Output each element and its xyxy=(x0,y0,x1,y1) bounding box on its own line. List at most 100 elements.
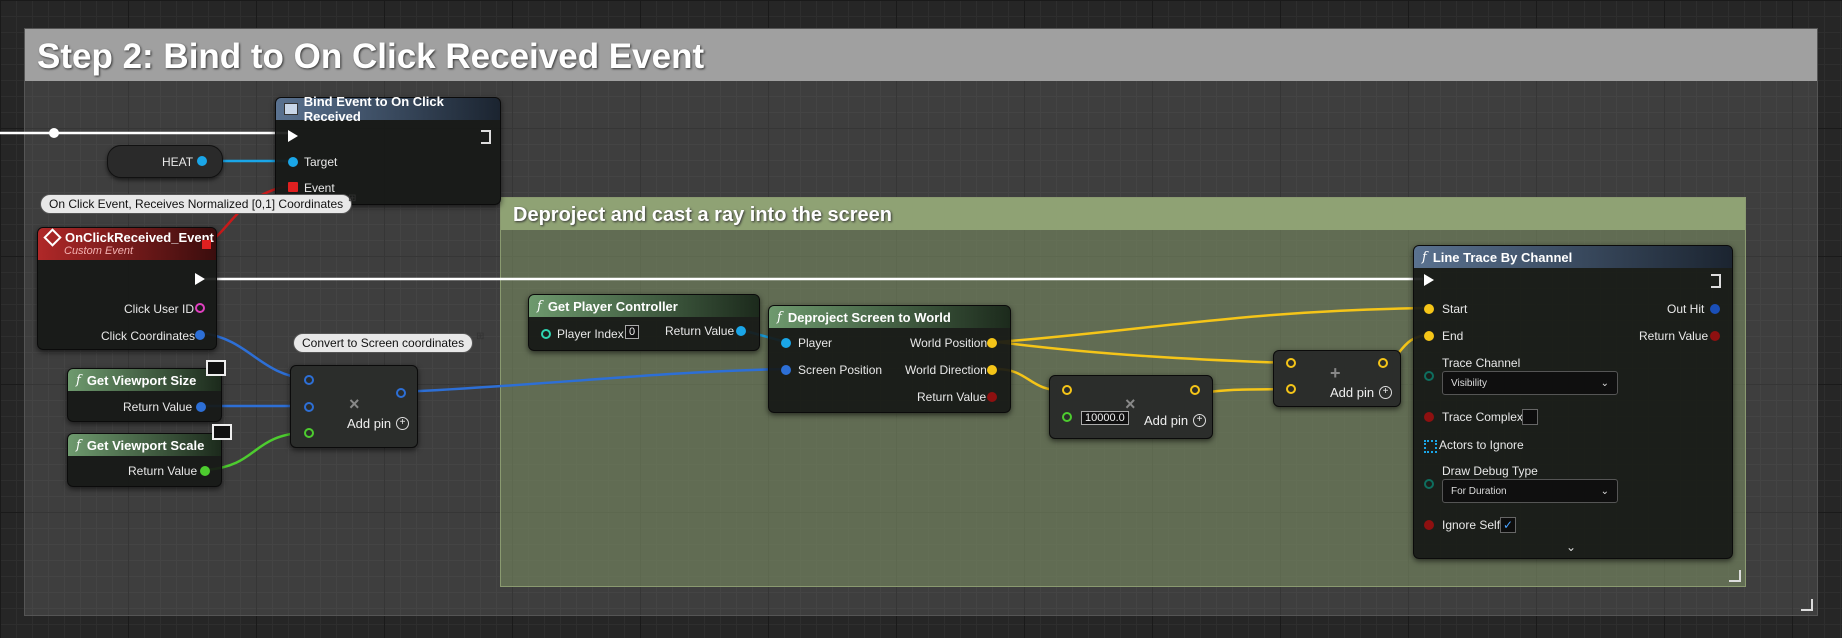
node-add-vector[interactable]: + Add pin + xyxy=(1273,350,1401,407)
add-pin-label: Add pin xyxy=(1144,413,1189,428)
node-title: OnClickReceived_Event xyxy=(65,230,214,245)
node-header[interactable]: OnClickReceived_Event Custom Event xyxy=(38,228,216,260)
return-value-pin[interactable] xyxy=(1710,331,1720,341)
target-pin[interactable] xyxy=(288,157,298,167)
player-index-input[interactable]: 0 xyxy=(625,325,640,339)
player-index-pin[interactable] xyxy=(541,329,551,339)
input-float-pin[interactable] xyxy=(1062,412,1072,422)
draw-debug-type-dropdown[interactable]: For Duration ⌄ xyxy=(1442,479,1618,503)
delegate-out-pin[interactable] xyxy=(202,240,211,249)
world-position-pin[interactable] xyxy=(987,338,997,348)
node-get-player-controller[interactable]: f Get Player Controller Player Index 0 R… xyxy=(528,294,760,351)
resize-handle-icon[interactable] xyxy=(1729,570,1741,582)
exec-out-pin[interactable] xyxy=(195,273,205,285)
add-pin-button[interactable]: Add pin + xyxy=(1144,413,1207,428)
trace-channel-dropdown[interactable]: Visibility ⌄ xyxy=(1442,371,1618,395)
node-title: Line Trace By Channel xyxy=(1432,249,1573,265)
heat-output-pin[interactable] xyxy=(197,156,207,166)
click-user-id-pin[interactable] xyxy=(195,303,205,313)
click-coordinates-pin[interactable] xyxy=(195,330,205,340)
node-header[interactable]: f Line Trace By Channel xyxy=(1414,246,1732,268)
input-b-pin[interactable] xyxy=(1286,384,1296,394)
exec-in-pin[interactable] xyxy=(1424,274,1434,286)
node-header[interactable]: f Get Viewport Size xyxy=(68,369,221,391)
monitor-icon xyxy=(212,424,232,440)
ignore-self-checkbox[interactable]: ✓ xyxy=(1500,517,1516,533)
trace-channel-label: Trace Channel xyxy=(1442,356,1521,370)
multiply-icon: × xyxy=(349,394,360,414)
resize-handle-icon[interactable] xyxy=(1801,599,1813,611)
return-value-label: Return Value xyxy=(665,324,735,338)
exec-out-pin[interactable] xyxy=(481,130,491,144)
input-c-pin[interactable] xyxy=(304,428,314,438)
end-pin[interactable] xyxy=(1424,331,1434,341)
event-pin[interactable] xyxy=(288,182,298,192)
output-pin[interactable] xyxy=(396,388,406,398)
comment-bubble-convert[interactable]: Convert to Screen coordinates xyxy=(293,333,474,353)
plus-circle-icon: + xyxy=(1379,386,1393,399)
exec-in-pin[interactable] xyxy=(288,130,298,142)
chevron-down-icon: ⌄ xyxy=(1600,377,1609,389)
node-header[interactable]: f Get Viewport Scale xyxy=(68,434,221,456)
node-get-viewport-scale[interactable]: f Get Viewport Scale Return Value xyxy=(67,433,222,487)
comment-title: Step 2: Bind to On Click Received Event xyxy=(37,37,705,76)
world-position-label: World Position xyxy=(910,336,988,350)
vector2d-wire xyxy=(401,367,788,394)
node-deproject-screen-to-world[interactable]: f Deproject Screen to World Player Scree… xyxy=(768,305,1011,413)
add-pin-button[interactable]: Add pin + xyxy=(1330,385,1393,400)
add-icon: + xyxy=(1330,363,1341,383)
float-value-input[interactable]: 10000.0 xyxy=(1081,411,1129,425)
out-hit-pin[interactable] xyxy=(1710,304,1720,314)
variable-heat[interactable]: HEAT xyxy=(107,145,223,178)
draw-debug-type-pin[interactable] xyxy=(1424,479,1434,489)
comment-header[interactable]: Step 2: Bind to On Click Received Event xyxy=(25,29,1817,81)
plus-circle-icon: + xyxy=(396,417,410,430)
player-pin[interactable] xyxy=(781,338,791,348)
input-b-pin[interactable] xyxy=(304,402,314,412)
vector-wire xyxy=(997,340,1291,365)
input-vector-pin[interactable] xyxy=(1062,385,1072,395)
click-coordinates-label: Click Coordinates xyxy=(101,329,196,343)
output-pin[interactable] xyxy=(1378,358,1388,368)
variable-label: HEAT xyxy=(162,155,194,169)
screen-position-pin[interactable] xyxy=(781,365,791,375)
trace-complex-pin[interactable] xyxy=(1424,412,1434,422)
node-bind-event[interactable]: Bind Event to On Click Received Target E… xyxy=(275,94,501,205)
trace-channel-pin[interactable] xyxy=(1424,371,1434,381)
node-get-viewport-size[interactable]: f Get Viewport Size Return Value xyxy=(67,368,222,422)
return-value-pin[interactable] xyxy=(200,466,210,476)
array-grid-icon[interactable] xyxy=(1424,440,1437,453)
node-multiply-float[interactable]: 10000.0 × Add pin + xyxy=(1049,375,1213,439)
expand-chevron-icon[interactable]: ⌄ xyxy=(1566,540,1577,554)
node-header[interactable]: Bind Event to On Click Received xyxy=(276,94,500,124)
comment-header[interactable]: Deproject and cast a ray into the screen xyxy=(501,198,1745,230)
trace-complex-checkbox[interactable] xyxy=(1522,409,1538,425)
exec-out-pin[interactable] xyxy=(1711,274,1721,288)
node-subtitle: Custom Event xyxy=(64,245,134,257)
pin-bubble-icon[interactable]: ⊞ xyxy=(348,193,357,204)
out-hit-label: Out Hit xyxy=(1667,302,1705,316)
ignore-self-pin[interactable] xyxy=(1424,520,1434,530)
comment-title: Deproject and cast a ray into the screen xyxy=(513,204,893,226)
input-a-pin[interactable] xyxy=(304,375,314,385)
start-pin[interactable] xyxy=(1424,304,1434,314)
return-value-pin[interactable] xyxy=(987,392,997,402)
function-icon: f xyxy=(777,309,782,325)
node-header[interactable]: f Get Player Controller xyxy=(529,295,759,317)
node-header[interactable]: f Deproject Screen to World xyxy=(769,306,1010,328)
pin-bubble-icon[interactable]: ⊞ xyxy=(476,331,485,342)
world-direction-pin[interactable] xyxy=(987,365,997,375)
return-value-pin[interactable] xyxy=(196,402,206,412)
input-a-pin[interactable] xyxy=(1286,358,1296,368)
vector-wire xyxy=(997,306,1431,344)
return-value-label: Return Value xyxy=(1639,329,1709,343)
node-multiply[interactable]: × Add pin + xyxy=(290,365,418,448)
output-pin[interactable] xyxy=(1190,385,1200,395)
node-line-trace-by-channel[interactable]: f Line Trace By Channel Start Out Hit En… xyxy=(1413,245,1733,559)
comment-bubble-on-click[interactable]: On Click Event, Receives Normalized [0,1… xyxy=(40,194,353,214)
node-onclick-event[interactable]: OnClickReceived_Event Custom Event Click… xyxy=(37,227,217,350)
add-pin-button[interactable]: Add pin + xyxy=(347,416,410,431)
function-icon: f xyxy=(1422,249,1427,265)
reroute-knot-icon[interactable] xyxy=(49,128,59,138)
return-value-pin[interactable] xyxy=(736,326,746,336)
